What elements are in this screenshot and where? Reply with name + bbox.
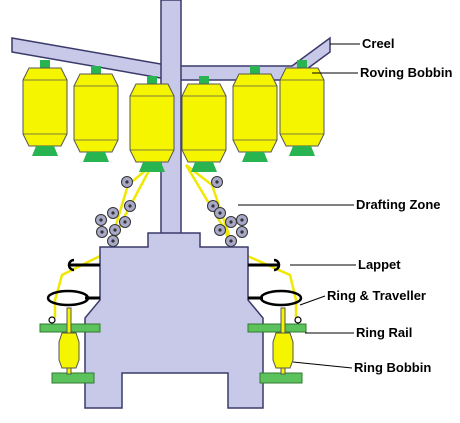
label-ring-bobbin: Ring Bobbin bbox=[354, 360, 431, 375]
spindle-rail-left bbox=[51, 372, 95, 384]
traveller-right bbox=[294, 316, 302, 324]
label-lappet: Lappet bbox=[358, 257, 401, 272]
ring-rail-right bbox=[247, 323, 307, 333]
ring-left bbox=[46, 289, 100, 307]
ring-bobbin-2 bbox=[272, 307, 294, 375]
roving-bobbin-4 bbox=[181, 76, 227, 172]
lappet-right bbox=[248, 258, 281, 272]
roving-bobbin-5 bbox=[232, 66, 278, 162]
ring-right bbox=[248, 289, 303, 307]
leader-lines bbox=[238, 43, 360, 369]
roving-bobbin-3 bbox=[129, 76, 175, 172]
roving-bobbin-1 bbox=[22, 60, 68, 156]
label-creel: Creel bbox=[362, 36, 395, 51]
label-ring-traveller: Ring & Traveller bbox=[327, 288, 426, 303]
machine-frame bbox=[84, 232, 264, 409]
label-drafting-zone: Drafting Zone bbox=[356, 197, 441, 212]
label-ring-rail: Ring Rail bbox=[356, 325, 412, 340]
roving-bobbins bbox=[22, 60, 325, 172]
ring-bobbin-1 bbox=[58, 307, 80, 375]
roving-bobbin-6 bbox=[279, 60, 325, 156]
traveller-left bbox=[48, 316, 56, 324]
ring-bobbins bbox=[58, 307, 294, 375]
lappet-left bbox=[67, 258, 100, 272]
roving-bobbin-2 bbox=[73, 66, 119, 162]
label-roving-bobbin: Roving Bobbin bbox=[360, 65, 452, 80]
